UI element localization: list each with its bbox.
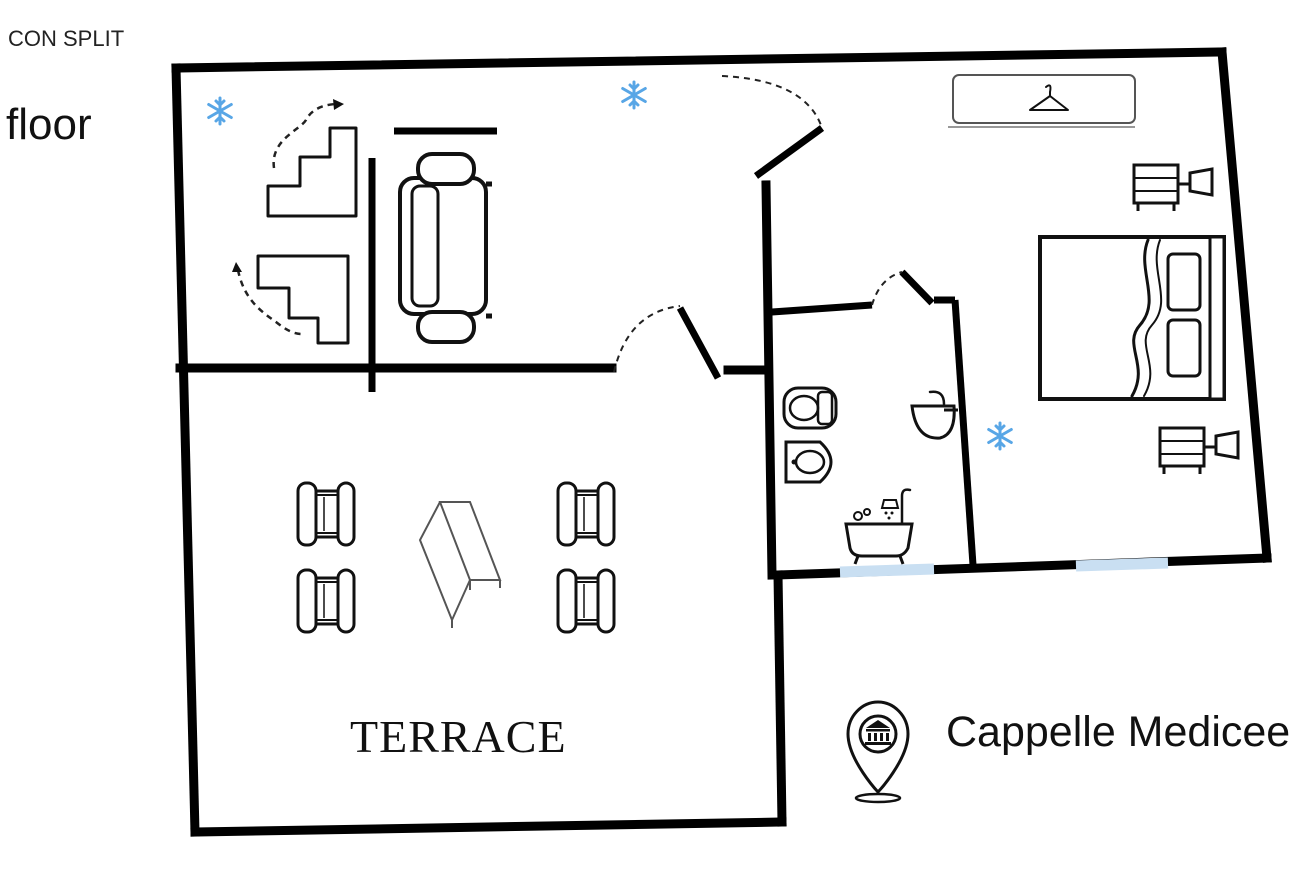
armchair-icon xyxy=(556,481,616,547)
toilet-icon xyxy=(782,386,838,430)
snowflake-icon xyxy=(987,421,1013,451)
bidet-icon xyxy=(784,440,833,484)
poi-label: Cappelle Medicee xyxy=(946,708,1291,756)
nightstand-lamp-icon xyxy=(1158,426,1240,476)
ac-label: CON SPLIT xyxy=(8,26,125,51)
armchair-icon xyxy=(296,481,356,547)
snowflake-icon xyxy=(621,80,647,110)
bathtub-shower-icon xyxy=(844,488,914,565)
doors xyxy=(613,75,935,380)
sink-icon xyxy=(910,390,958,440)
windows xyxy=(839,557,1169,578)
double-bed-icon xyxy=(1038,235,1226,401)
table-icon xyxy=(418,501,502,628)
sofa-icon xyxy=(398,152,492,344)
stairs-icon xyxy=(232,99,358,345)
walls xyxy=(171,47,1272,837)
coat-hanger-icon xyxy=(948,74,1136,128)
armchair-icon xyxy=(556,568,616,634)
armchair-icon xyxy=(296,568,356,634)
nightstand-lamp-icon xyxy=(1132,163,1214,213)
museum-pin-icon xyxy=(846,700,910,804)
floor-label: floor xyxy=(6,100,92,149)
terrace-label: TERRACE xyxy=(350,711,567,762)
snowflake-icon xyxy=(207,96,233,126)
